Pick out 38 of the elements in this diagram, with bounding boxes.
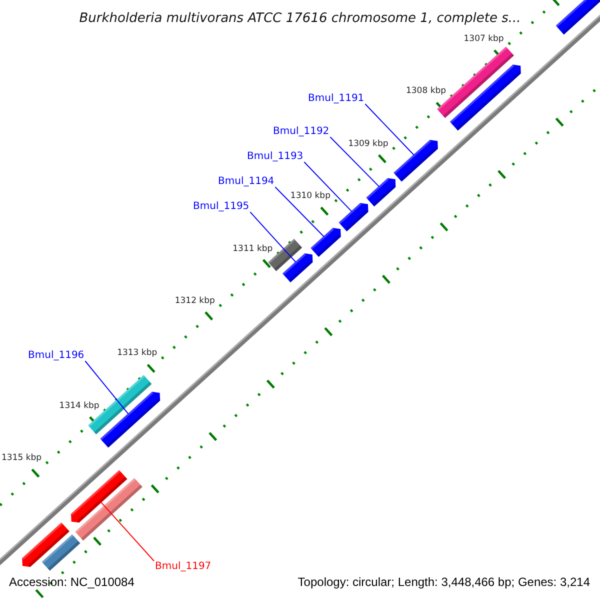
gene-label: Bmul_1197 (155, 561, 212, 572)
gene-bar (310, 228, 341, 257)
gene-label: Bmul_1191 (308, 93, 364, 104)
gene-bar (22, 522, 70, 568)
tick-label: 1309 kbp (348, 138, 388, 149)
gene-bar (366, 178, 396, 207)
footer-text: Topology: circular; Length: 3,448,466 bp; Genes: 3,214 (298, 574, 590, 590)
leader-line (364, 104, 414, 156)
gene-bar (75, 478, 142, 541)
gene-label: Bmul_1194 (218, 176, 274, 187)
tick-label: 1308 kbp (406, 86, 446, 96)
leader-line (250, 212, 296, 263)
tick-label: 1311 kbp (232, 244, 273, 254)
leader-line (84, 360, 129, 414)
tick-label: 1315 kbp (2, 453, 42, 464)
tick-label: 1310 kbp (290, 191, 330, 202)
gene-label: Bmul_1192 (273, 126, 330, 137)
leader-line (330, 136, 380, 188)
gene-bar (282, 253, 313, 282)
gene-label: Bmul_1193 (247, 151, 304, 162)
tick-label: 1314 kbp (59, 400, 100, 411)
diagram-title: Burkholderia multivorans ATCC 17616 chromosome 1, complete s... (78, 11, 522, 26)
gene-bar (100, 392, 160, 448)
gene-bar (338, 203, 368, 232)
leader-line (304, 162, 352, 212)
gene-bar (556, 0, 600, 35)
gene-bar (450, 64, 521, 131)
leader-line (100, 502, 154, 562)
gene-label: Bmul_1195 (193, 201, 250, 212)
gene-bar (42, 534, 80, 571)
gene-bar (71, 470, 128, 523)
tick-label: 1313 kbp (117, 348, 158, 358)
gene-bar (394, 140, 438, 182)
gene-label: Bmul_1196 (28, 350, 84, 361)
tick-label: 1307 kbp (464, 34, 504, 44)
leader-line (274, 186, 324, 238)
tick-label: 1312 kbp (174, 296, 215, 306)
footer-text: Accession: NC_010084 (9, 574, 134, 590)
